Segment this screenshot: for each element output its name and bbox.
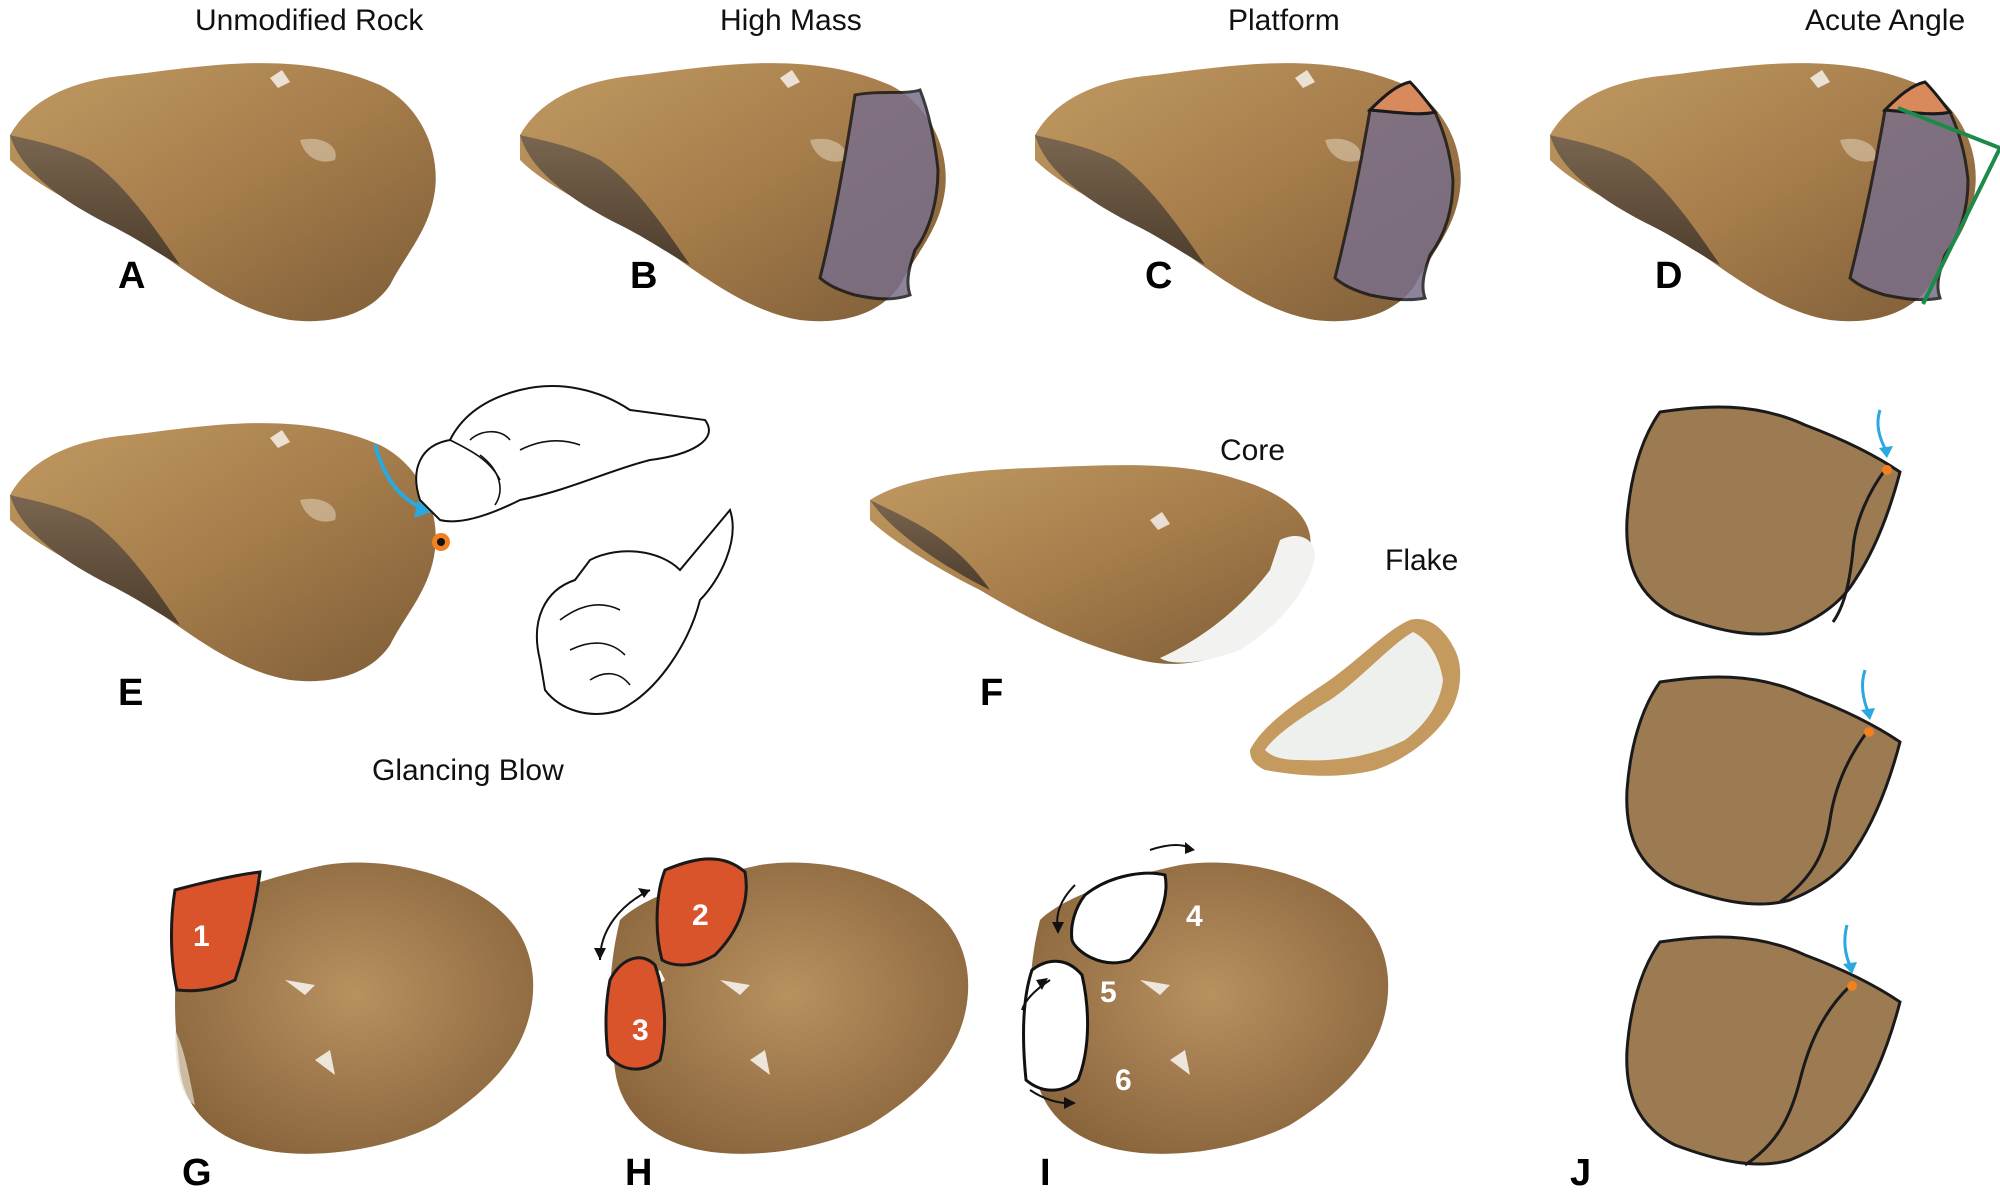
panel-b-rock bbox=[520, 63, 946, 322]
rotation-arrowhead-i3 bbox=[1036, 978, 1048, 990]
panel-label-i: I bbox=[1040, 1152, 1051, 1193]
panel-label-d: D bbox=[1655, 255, 1682, 297]
panel-label-b: B bbox=[630, 255, 657, 297]
panel-d-rock bbox=[1550, 63, 2000, 322]
caption-platform: Platform bbox=[1228, 4, 1340, 37]
caption-acute-angle: Acute Angle bbox=[1805, 4, 1965, 37]
acute-angle-lines bbox=[1897, 106, 2000, 305]
scar-number-2: 2 bbox=[692, 899, 709, 932]
panel-f-core bbox=[870, 465, 1315, 664]
caption-flake: Flake bbox=[1385, 544, 1458, 577]
hand-upper-drawing bbox=[415, 385, 710, 523]
rotation-arrow-i3 bbox=[1021, 979, 1051, 1011]
caption-high-mass: High Mass bbox=[720, 4, 862, 37]
rotation-arrowhead-i1 bbox=[1185, 842, 1195, 854]
blow-arrow-j2 bbox=[1860, 669, 1871, 715]
panel-j-diagram-1 bbox=[1625, 405, 1902, 636]
scar-number-1: 1 bbox=[193, 920, 210, 953]
impact-point-e bbox=[432, 533, 450, 551]
rotation-arrowhead-i4 bbox=[1064, 1097, 1076, 1109]
rotation-arrowhead-h2 bbox=[638, 888, 650, 898]
hand-lower-drawing bbox=[535, 507, 734, 715]
panel-i-rock bbox=[1022, 862, 1389, 1154]
blow-arrowhead-j2 bbox=[1861, 708, 1875, 720]
rotation-arrow-i1 bbox=[1149, 844, 1191, 851]
caption-core: Core bbox=[1220, 434, 1285, 467]
flake-piece bbox=[1250, 619, 1461, 776]
scar-number-3: 3 bbox=[632, 1014, 649, 1047]
panel-c-rock bbox=[1035, 63, 1461, 322]
rotation-arrowhead-h1 bbox=[594, 948, 606, 960]
caption-glancing-blow: Glancing Blow bbox=[372, 754, 564, 787]
panel-g-rock bbox=[169, 862, 534, 1154]
blow-arrowhead-e bbox=[414, 500, 430, 518]
panel-label-c: C bbox=[1145, 255, 1172, 297]
panel-e-rock bbox=[10, 423, 436, 682]
blow-arrow-j3 bbox=[1843, 924, 1853, 969]
scar-number-4: 4 bbox=[1186, 900, 1203, 933]
scar-number-5: 5 bbox=[1100, 976, 1117, 1009]
scar-number-6: 6 bbox=[1115, 1064, 1132, 1097]
caption-unmodified-rock: Unmodified Rock bbox=[195, 4, 424, 37]
blow-arrow-j1 bbox=[1876, 409, 1889, 453]
panel-j-diagram-2 bbox=[1625, 669, 1902, 906]
panel-j-diagram-3 bbox=[1625, 924, 1902, 1167]
blow-arrowhead-j3 bbox=[1843, 962, 1857, 974]
panel-label-a: A bbox=[118, 255, 145, 297]
panel-h-rock bbox=[604, 857, 969, 1154]
panel-label-e: E bbox=[118, 672, 143, 714]
panel-label-f: F bbox=[980, 672, 1003, 714]
impact-point-j1 bbox=[1882, 465, 1892, 475]
panel-label-h: H bbox=[625, 1152, 652, 1193]
panel-label-j: J bbox=[1570, 1152, 1591, 1193]
panel-a-rock bbox=[10, 63, 436, 322]
impact-point-j3 bbox=[1847, 981, 1857, 991]
blow-arrowhead-j1 bbox=[1879, 446, 1893, 458]
panel-label-g: G bbox=[182, 1152, 212, 1193]
rotation-arrowhead-i2 bbox=[1052, 922, 1064, 934]
impact-point-j2 bbox=[1864, 727, 1874, 737]
